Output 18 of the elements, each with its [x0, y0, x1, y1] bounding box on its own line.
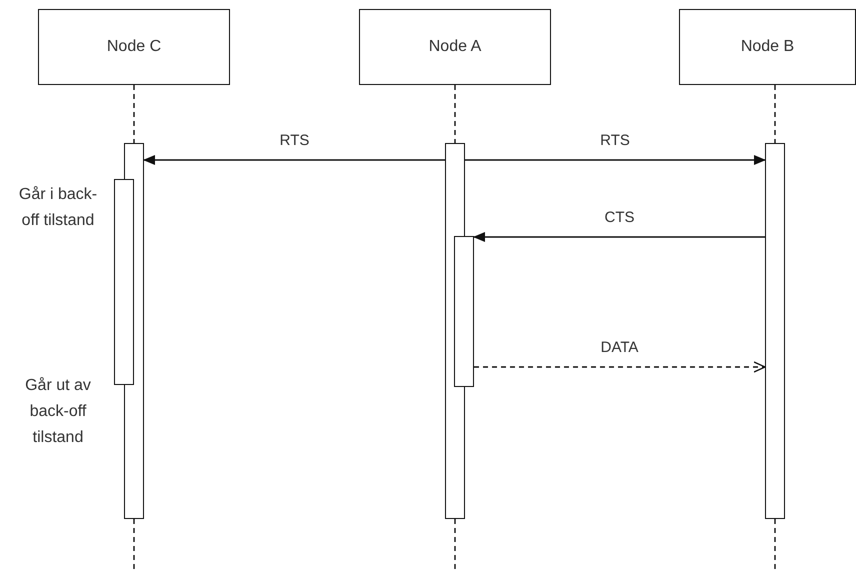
activation-bar	[114, 179, 134, 385]
participant-name: Node B	[740, 38, 794, 56]
message-arrow	[474, 361, 766, 373]
lifeline	[774, 85, 776, 143]
message-arrow	[465, 155, 766, 165]
participant-box	[359, 9, 551, 85]
message-arrow	[143, 155, 445, 165]
participant-box	[679, 9, 856, 85]
participant-name: Node C	[106, 38, 162, 56]
lifeline	[454, 85, 456, 143]
state-note: Går ut av back-off tilstand	[24, 376, 92, 448]
state-note: Går i back-off tilstand	[18, 185, 98, 231]
lifeline	[133, 85, 135, 143]
participant-box	[38, 9, 230, 85]
participant-name: Node A	[428, 38, 482, 56]
activation-bar	[765, 143, 785, 519]
activation-bar	[454, 236, 474, 387]
message-arrow	[473, 232, 765, 242]
